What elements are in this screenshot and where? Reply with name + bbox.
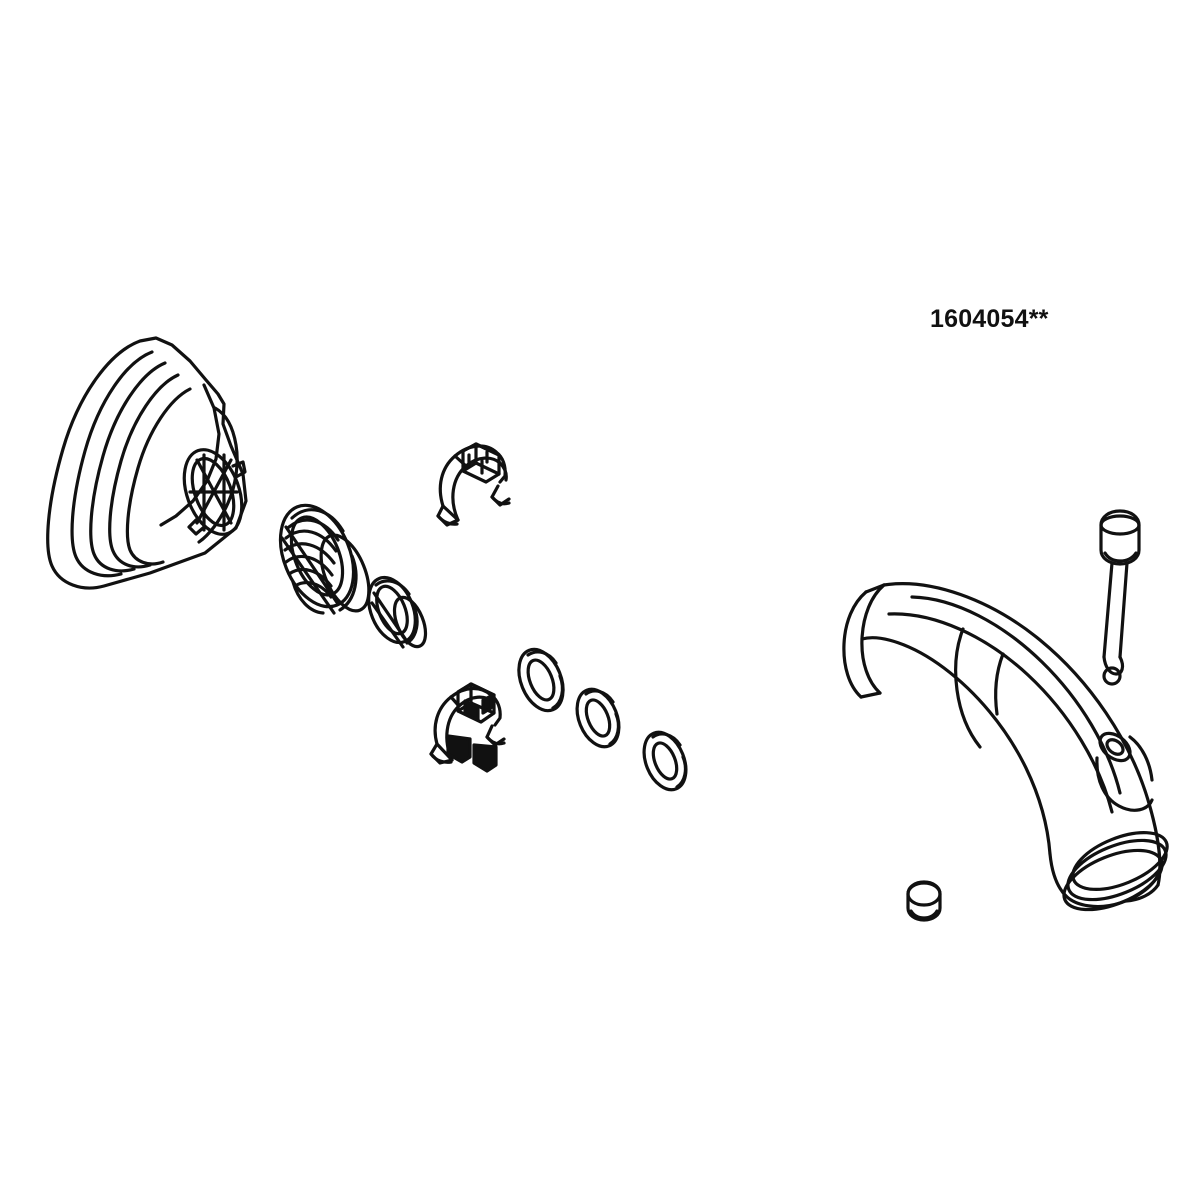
part-number-label: 1604054**	[930, 305, 1049, 333]
hex-key-tool-part	[1099, 509, 1141, 686]
o-ring-small-part	[642, 730, 688, 792]
lower-retainer-clip-part	[429, 682, 506, 773]
o-ring-large-part	[517, 647, 565, 713]
escutcheon-flange-part	[46, 336, 248, 590]
threaded-collar-ring-part	[278, 503, 371, 615]
small-collar-ring-part	[367, 575, 428, 649]
o-ring-medium-part	[575, 687, 621, 749]
plug-cap-part	[906, 880, 942, 922]
upper-retainer-clip-part	[436, 442, 511, 527]
tub-spout-body-part	[842, 582, 1169, 912]
